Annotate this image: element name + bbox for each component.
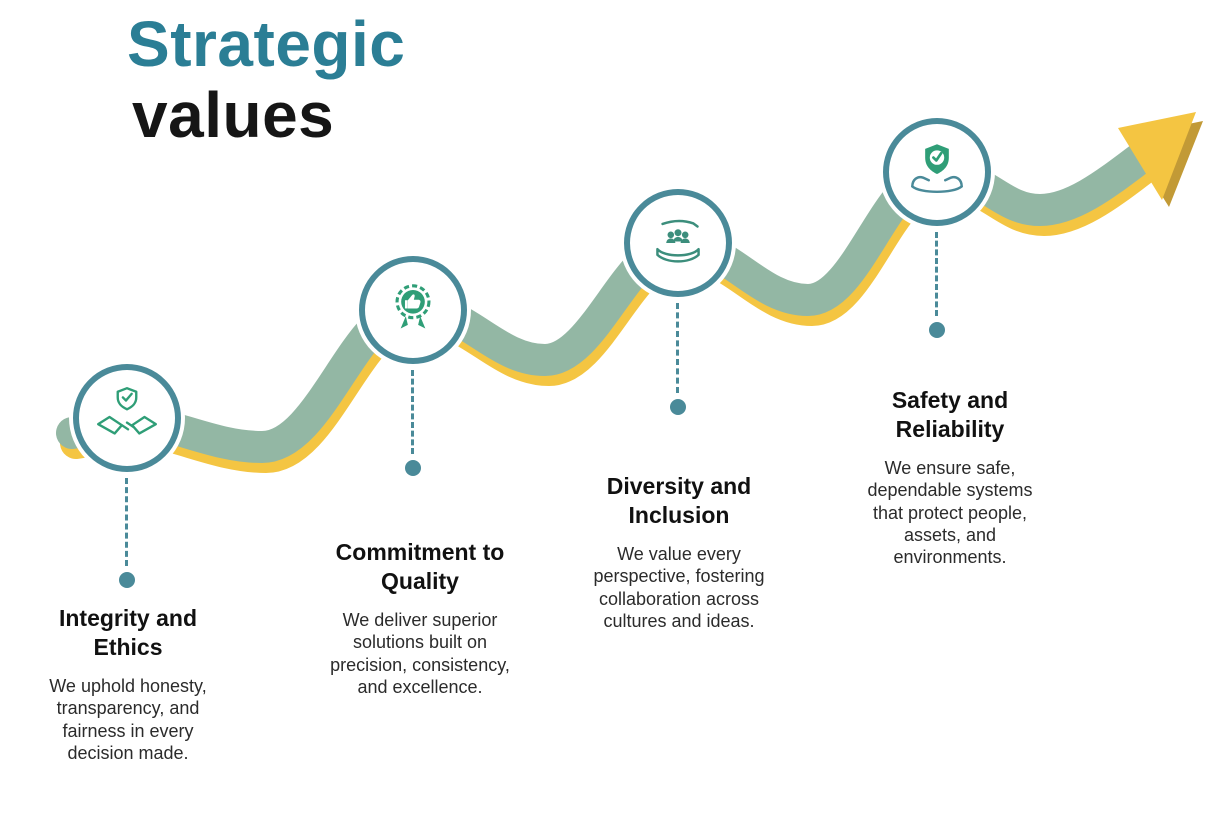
milestone-circle-quality (359, 256, 467, 364)
milestone-text-quality: Commitment to Quality We deliver superio… (296, 538, 544, 698)
milestone-circle-integrity (73, 364, 181, 472)
milestone-heading: Safety and Reliability (891, 387, 1009, 443)
arrow-head (1118, 112, 1196, 200)
milestone-heading: Integrity and Ethics (58, 605, 197, 661)
title-line-strategic: Strategic (127, 8, 406, 80)
milestone-text-integrity: Integrity and Ethics We uphold honesty, … (8, 604, 248, 764)
page-title: Strategic values (127, 8, 405, 149)
quality-badge-icon (395, 284, 431, 329)
title-line-values: values (132, 78, 335, 151)
milestone-circle-diversity (624, 189, 732, 297)
milestone-body: We deliver superior solutions built on p… (330, 609, 510, 697)
connector-line (411, 370, 414, 454)
connector-dot (670, 399, 686, 415)
safety-hands-shield-icon (911, 144, 963, 194)
milestone-heading: Diversity and Inclusion (606, 473, 752, 529)
milestone-body: We value every perspective, fostering co… (593, 543, 765, 631)
connector-dot (119, 572, 135, 588)
handshake-shield-icon (97, 386, 157, 435)
milestone-text-diversity: Diversity and Inclusion We value every p… (560, 472, 798, 632)
milestone-circle-safety (883, 118, 991, 226)
connector-line (676, 303, 679, 393)
milestone-body: We ensure safe, dependable systems that … (867, 457, 1033, 568)
connector-line (125, 478, 128, 566)
milestone-body: We uphold honesty, transparency, and fai… (49, 675, 207, 763)
connector-dot (929, 322, 945, 338)
milestone-text-safety: Safety and Reliability We ensure safe, d… (828, 386, 1072, 568)
inclusion-hands-people-icon (656, 219, 700, 263)
connector-line (935, 232, 938, 316)
milestone-heading: Commitment to Quality (335, 539, 505, 595)
connector-dot (405, 460, 421, 476)
